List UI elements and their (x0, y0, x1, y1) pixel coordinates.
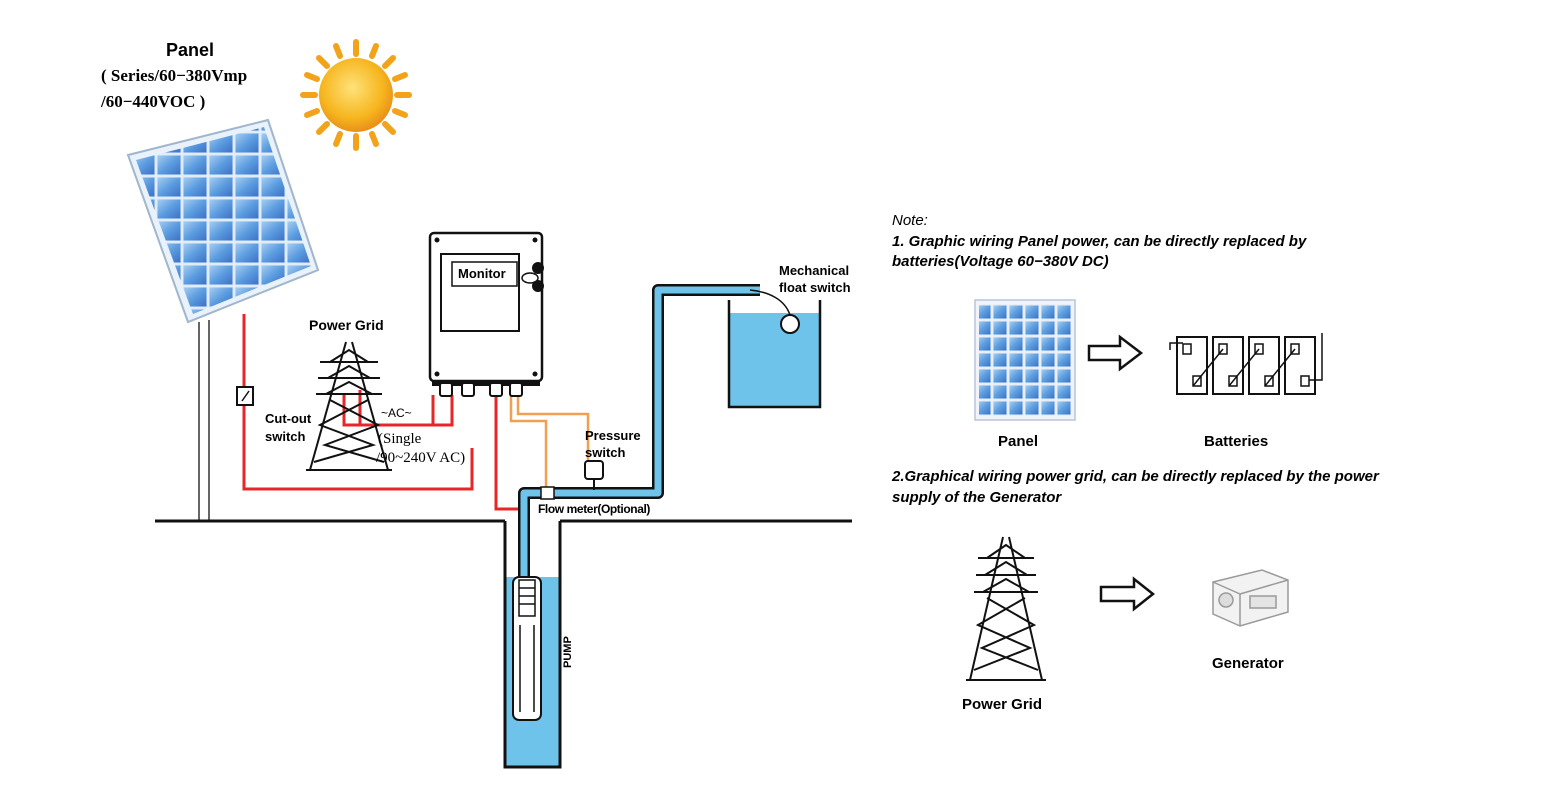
grid-caption: Power Grid (962, 696, 1043, 713)
power-grid-tower-icon-2 (966, 536, 1046, 681)
note-title: Note: (892, 212, 928, 229)
cutout-label-line1: Cut-out (265, 411, 312, 426)
generator-caption: Generator (1212, 655, 1284, 672)
power-grid-label: Power Grid (309, 317, 384, 333)
pressure-switch-icon (584, 460, 604, 490)
small-panel-icon (974, 299, 1076, 421)
cutout-label-line2: switch (265, 429, 306, 444)
power-grid-tower-icon (306, 341, 392, 471)
float-label-line2: float switch (779, 280, 851, 295)
batteries-icon (1169, 333, 1323, 395)
orange-wiring (509, 396, 590, 490)
panel-stand (198, 320, 210, 521)
panel-caption: Panel (998, 433, 1039, 450)
ac-label: ~AC~ (381, 406, 412, 420)
water-pipe (518, 284, 760, 580)
float-label-line1: Mechanical (779, 263, 850, 278)
note1-line2: batteries(Voltage 60−380V DC) (892, 253, 1109, 270)
note2-line2: supply of the Generator (892, 489, 1062, 506)
ac-spec-line2: /90~240V AC) (376, 450, 466, 466)
panel-spec-line1: ( Series/60−380Vmp (101, 66, 248, 85)
arrow-right-icon-2 (1099, 576, 1156, 612)
pressure-label-line1: Pressure (585, 428, 641, 443)
batteries-caption: Batteries (1204, 433, 1269, 450)
sun-icon (300, 39, 412, 151)
pump-label: PUMP (562, 636, 574, 668)
flow-meter-icon (540, 486, 555, 500)
flow-meter-label: Flow meter(Optional) (538, 502, 651, 516)
ac-spec-line1: (Single (378, 431, 422, 447)
arrow-right-icon (1087, 334, 1144, 372)
panel-title: Panel (166, 40, 215, 60)
solar-panel-icon (126, 118, 320, 324)
pressure-label-line2: switch (585, 445, 626, 460)
note1-line1: 1. Graphic wiring Panel power, can be di… (892, 233, 1307, 250)
monitor-label: Monitor (458, 266, 506, 281)
cutout-switch-icon (236, 386, 254, 406)
water-tank (727, 289, 822, 409)
note2-line1: 2.Graphical wiring power grid, can be di… (892, 468, 1379, 485)
controller-box (428, 231, 544, 397)
generator-icon (1212, 569, 1289, 627)
pump-icon (512, 576, 542, 721)
panel-spec-line2: /60−440VOC ) (101, 92, 206, 111)
